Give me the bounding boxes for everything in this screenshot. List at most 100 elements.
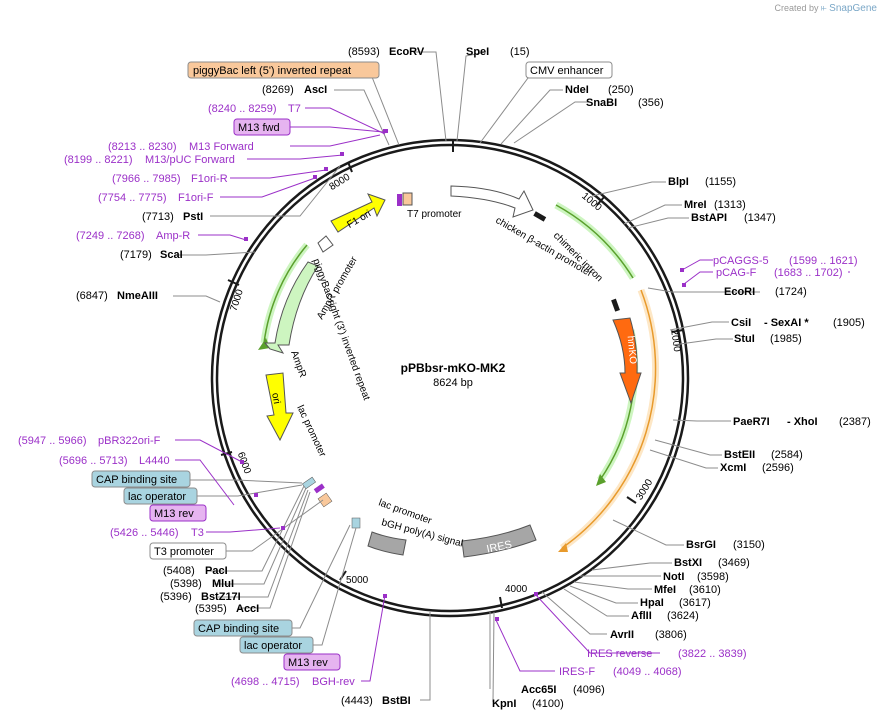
chicken-actin-feature [450,185,534,218]
primer-ticks [240,129,686,621]
m13rev-label-1: M13 rev [154,508,194,520]
t3-promoter-label: T3 promoter [154,546,214,558]
f1orif-range: (7754 .. 7775) [98,192,167,204]
ndei-name: NdeI [565,84,589,96]
avrii-pos: (3806) [655,629,687,641]
ruler-label-8000: 8000 [327,172,352,193]
iresrev-range: (3822 .. 3839) [678,648,747,660]
ruler-label-7000: 7000 [229,288,246,313]
pcaggs5-name: pCAGGS-5 [713,255,769,267]
m13forward-name: M13 Forward [189,141,254,153]
f1orir-range: (7966 .. 7985) [112,173,181,185]
f1orif-name: F1ori-F [178,192,214,204]
chimeric-intron-marker-1 [533,211,547,222]
acc65i-pos: (4096) [573,684,605,696]
bstapi-name: BstAPI [691,212,727,224]
bgh-feature [367,531,407,556]
plasmid-name: pPBbsr-mKO-MK2 [401,361,506,375]
ruler-label-4000: 4000 [505,584,528,595]
lac-promoter-inner-label: lac promoter [294,404,328,460]
asci-name: AscI [304,84,327,96]
psti-pos: (7713) [142,211,174,223]
t7-name: T7 [288,103,301,115]
acci-pos: (5395) [195,603,227,615]
iresf-name: IRES-F [559,666,595,678]
t7-range: (8240 .. 8259) [208,103,277,115]
cap-site-label-1: CAP binding site [96,474,177,486]
mlui-pos: (5398) [170,578,202,590]
pbr322-name: pBR322ori-F [98,435,161,447]
hpai-pos: (3617) [679,597,711,609]
bstxi-pos: (3469) [718,557,750,569]
m13puc-range: (8199 .. 8221) [64,154,133,166]
pcagf-name: pCAG-F [716,267,757,279]
stui-pos: (1985) [770,333,802,345]
stui-name: StuI [734,333,755,345]
bstz17i-name: BstZ17I [201,591,241,603]
ruler-label-3000: 3000 [634,477,655,502]
snapgene-logo-icon: ⫦ [821,3,827,14]
mrei-name: MreI [684,199,707,211]
ampr-name: Amp-R [156,230,190,242]
m13rev-label-2: M13 rev [288,657,328,669]
ndei-pos: (250) [608,84,634,96]
csii-mid: - SexAI * [764,317,809,329]
lac-operator-box-1 [123,487,198,505]
bghrev-name: BGH-rev [312,676,355,688]
ampr-range: (7249 .. 7268) [76,230,145,242]
m13rev-marker [313,483,325,494]
m13rev-box-1 [149,504,207,522]
hmko-label: hmKO [625,335,638,364]
orf-orange-arrowhead [558,543,568,552]
t7-promoter-label: T7 promoter [407,209,462,220]
nmeaiii-name: NmeAIII [117,290,158,302]
ecorv-name: EcoRV [389,46,425,58]
bsteii-name: BstEII [724,449,755,461]
m13fwd-box [233,118,291,136]
lac-operator-label-2: lac operator [244,640,302,652]
avrii-name: AvrII [610,629,634,641]
aflii-pos: (3624) [667,610,699,622]
bstapi-pos: (1347) [744,212,776,224]
credit-prefix: Created by [774,3,819,13]
noti-name: NotI [663,571,684,583]
pcagf-range: (1683 .. 1702) [774,267,843,279]
bstbi-name: BstBI [382,695,411,707]
mfei-name: MfeI [654,584,676,596]
m13forward-range: (8213 .. 8230) [108,141,177,153]
xcmi-name: XcmI [720,462,746,474]
plasmid-length: 8624 bp [433,377,473,389]
primer-labels: (8240 .. 8259) T7 (8213 .. 8230) M13 For… [18,103,858,688]
paer7i-name: PaeR7I [733,416,770,428]
kpni-name: KpnI [492,698,516,710]
paci-pos: (5408) [163,565,195,577]
ecori-pos: (1724) [775,286,807,298]
mrei-pos: (1313) [714,199,746,211]
t3-promoter-box [149,542,227,560]
m13puc-name: M13/pUC Forward [145,154,235,166]
bstbi-pos: (4443) [341,695,373,707]
csii-name: CsiI [731,317,751,329]
piggybac-left-label: piggyBac left (5') inverted repeat [193,65,351,77]
bghrev-range: (4698 .. 4715) [231,676,300,688]
paer7i-pos: (2387) [839,416,871,428]
iresf-range: (4049 .. 4068) [613,666,682,678]
bstxi-name: BstXI [674,557,702,569]
l4440-range: (5696 .. 5713) [59,455,128,467]
mfei-pos: (3610) [689,584,721,596]
scai-pos: (7179) [120,249,152,261]
spei-name: SpeI [466,46,489,58]
m13fwd-label: M13 fwd [238,122,280,134]
hpai-name: HpaI [640,597,664,609]
asci-pos: (8269) [262,84,294,96]
orf-green-arrowhead [596,474,606,486]
ampr-label: AmpR [288,349,308,379]
cap-site-marker [351,517,361,529]
t7-promoter-feature [402,192,413,206]
backbone-outer [210,138,690,618]
paer7i-mid: - XhoI [787,416,818,428]
backbone-inner [215,143,685,613]
t3-name: T3 [191,527,204,539]
ecori-name: EcoRI [724,286,755,298]
